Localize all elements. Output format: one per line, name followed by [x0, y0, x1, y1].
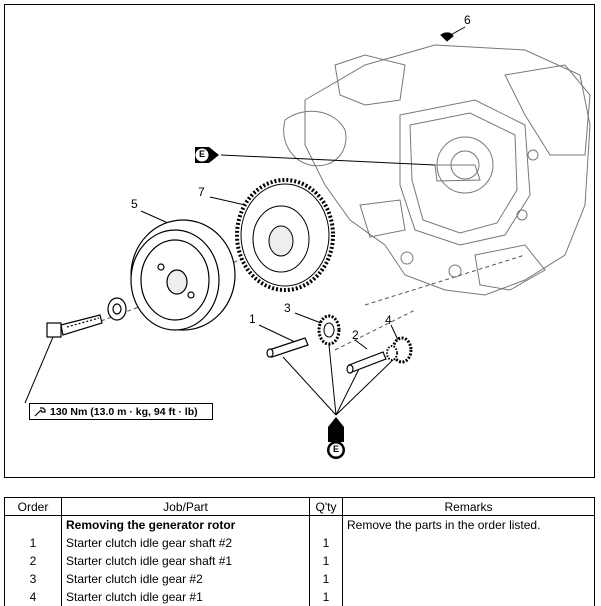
table-row: Removing the generator rotor Remove the … [4, 515, 595, 534]
callout-1: 1 [249, 312, 256, 326]
callout-5: 5 [131, 197, 138, 211]
torque-spec-box: 130 Nm (13.0 m · kg, 94 ft · lb) [29, 403, 213, 420]
table-header-row: Order Job/Part Q'ty Remarks [4, 497, 595, 516]
exploded-parts-diagram: E E 1 2 3 4 5 6 7 130 Nm (13.0 m · kg, 9… [4, 4, 595, 478]
row-remarks [342, 588, 595, 606]
row-job: Starter clutch idle gear #1 [61, 588, 310, 606]
job-table: Order Job/Part Q'ty Remarks Removing the… [4, 497, 595, 606]
row-qty: 1 [309, 552, 343, 570]
row-job: Starter clutch idle gear shaft #1 [61, 552, 310, 570]
table-row: 3 Starter clutch idle gear #2 1 [4, 570, 595, 588]
header-qty: Q'ty [309, 497, 343, 516]
row-qty [309, 515, 343, 534]
row-order: 1 [4, 534, 62, 552]
lubricant-e-label-top: E [198, 149, 205, 159]
callout-6: 6 [464, 13, 471, 27]
torque-spec-text: 130 Nm (13.0 m · kg, 94 ft · lb) [50, 406, 198, 418]
row-job: Removing the generator rotor [61, 515, 310, 534]
header-remarks: Remarks [342, 497, 595, 516]
lubricant-symbol-bottom [327, 417, 345, 459]
lubricant-symbol-top [195, 147, 219, 163]
callout-4: 4 [385, 313, 392, 327]
callout-2: 2 [352, 328, 359, 342]
row-qty: 1 [309, 588, 343, 606]
row-remarks: Remove the parts in the order listed. [342, 515, 595, 534]
lubricant-e-label-bottom: E [332, 444, 339, 454]
starter-wheel-gear [235, 178, 335, 292]
row-qty: 1 [309, 534, 343, 552]
row-order: 3 [4, 570, 62, 588]
row-order [4, 515, 62, 534]
row-job: Starter clutch idle gear #2 [61, 570, 310, 588]
row-remarks [342, 552, 595, 570]
table-row: 1 Starter clutch idle gear shaft #2 1 [4, 534, 595, 552]
wrench-icon [34, 407, 46, 417]
header-job-part: Job/Part [61, 497, 310, 516]
row-remarks [342, 570, 595, 588]
diagram-drawing [24, 26, 591, 459]
header-order: Order [4, 497, 62, 516]
row-order: 4 [4, 588, 62, 606]
row-order: 2 [4, 552, 62, 570]
table-row: 2 Starter clutch idle gear shaft #1 1 [4, 552, 595, 570]
row-remarks [342, 534, 595, 552]
callout-7: 7 [198, 185, 205, 199]
callout-3: 3 [284, 301, 291, 315]
row-job: Starter clutch idle gear shaft #2 [61, 534, 310, 552]
row-qty: 1 [309, 570, 343, 588]
table-row: 4 Starter clutch idle gear #1 1 [4, 588, 595, 606]
